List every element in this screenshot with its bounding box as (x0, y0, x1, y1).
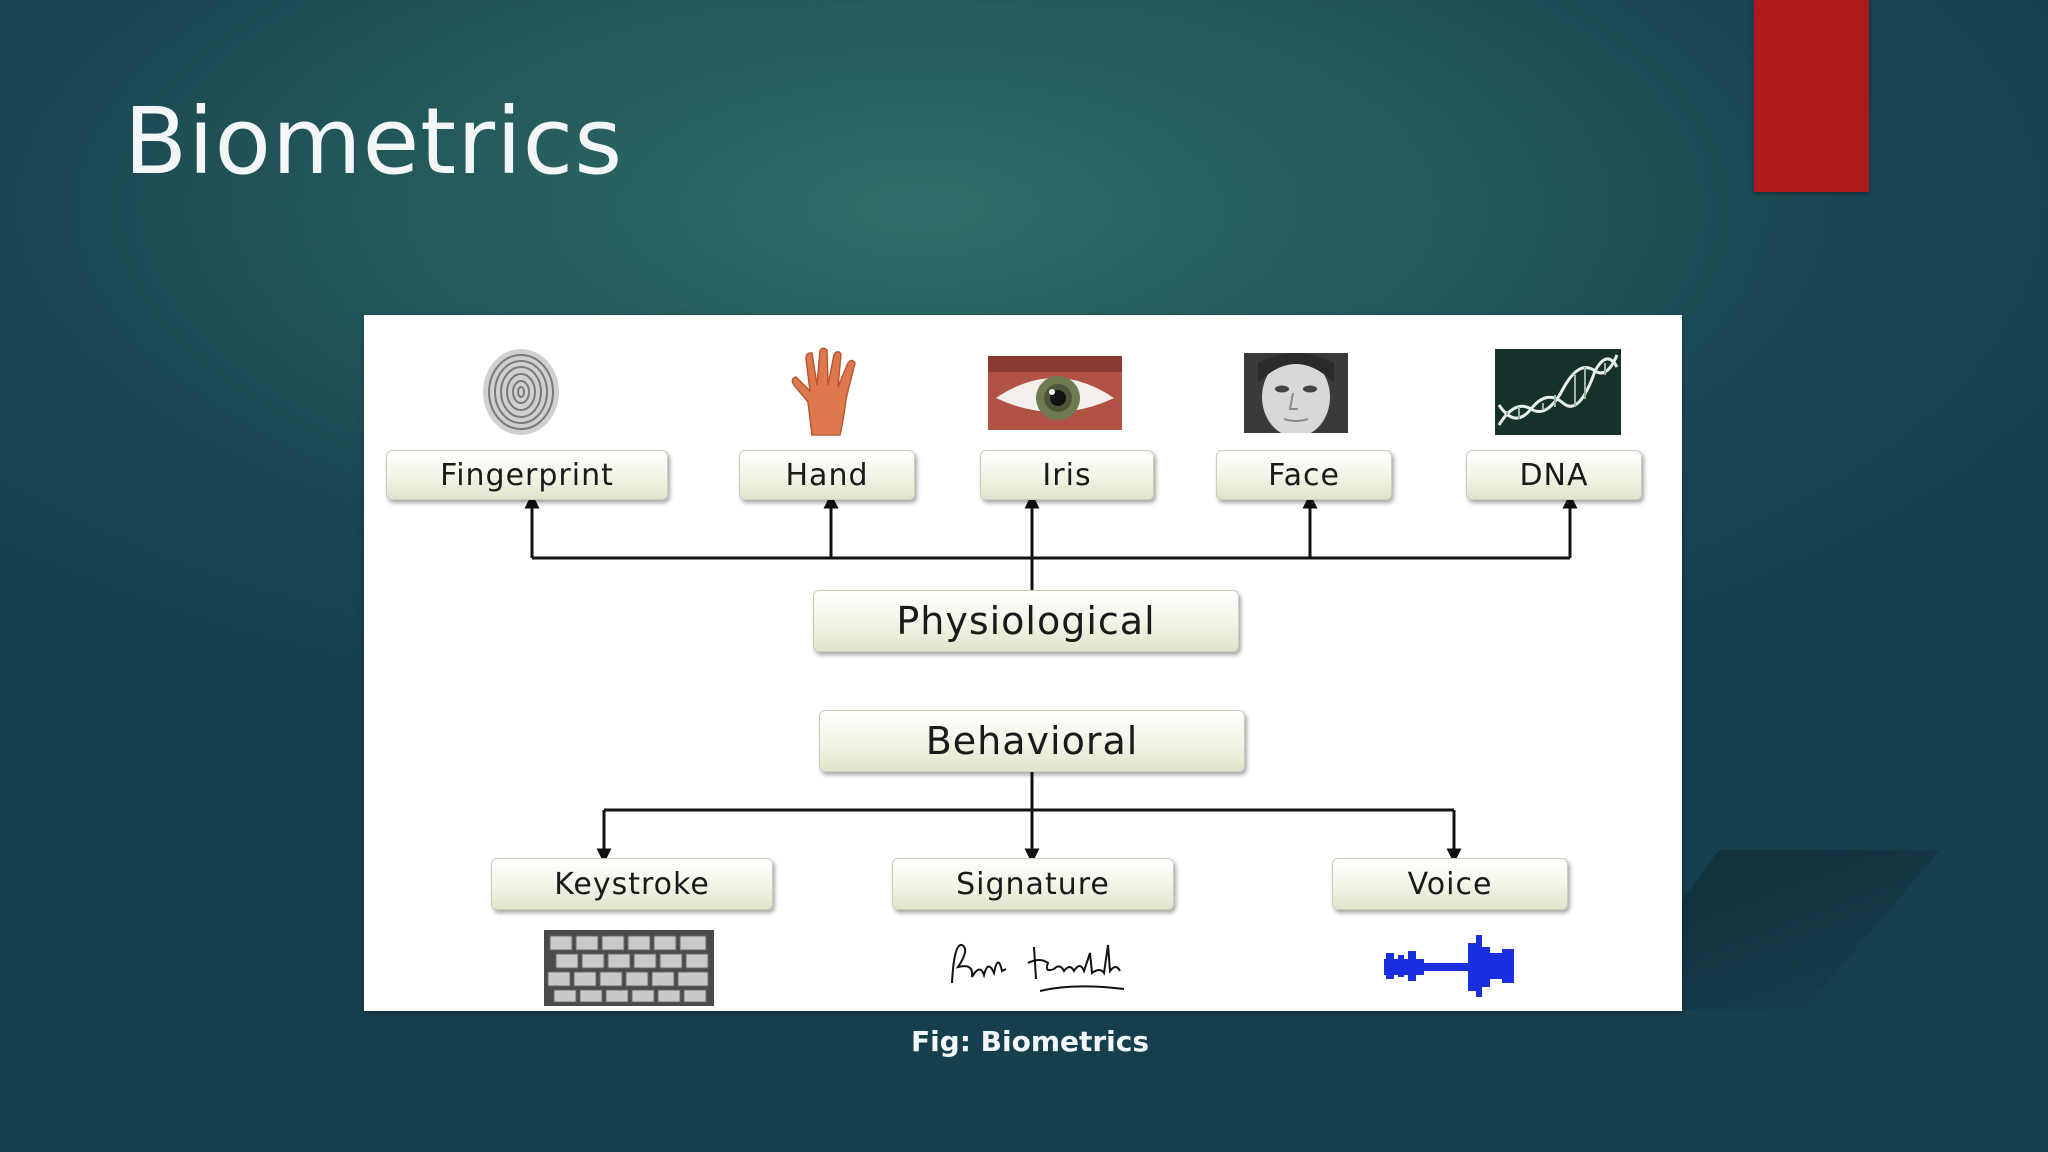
node-keystroke: Keystroke (491, 858, 773, 910)
keyboard-icon (544, 930, 714, 1006)
face-icon (1244, 353, 1348, 433)
hand-icon (791, 347, 856, 436)
node-hand: Hand (739, 450, 915, 500)
node-voice: Voice (1332, 858, 1568, 910)
signature-icon (951, 943, 1125, 992)
fingerprint-icon (483, 349, 559, 435)
figure-caption: Fig: Biometrics (910, 1025, 1150, 1058)
node-face: Face (1216, 450, 1392, 500)
node-fingerprint: Fingerprint (386, 450, 668, 500)
node-signature: Signature (892, 858, 1174, 910)
node-iris: Iris (980, 450, 1154, 500)
node-physiological: Physiological (813, 590, 1239, 652)
biometrics-diagram: Fingerprint Hand Iris Face DNA Physiolog… (364, 315, 1682, 1011)
slide-title: Biometrics (124, 88, 624, 195)
dna-icon (1495, 349, 1621, 435)
node-behavioral: Behavioral (819, 710, 1245, 772)
eye-icon (988, 356, 1122, 430)
connector-lines (524, 493, 1578, 864)
waveform-icon (1384, 935, 1514, 997)
accent-bar (1754, 0, 1869, 192)
node-dna: DNA (1466, 450, 1642, 500)
